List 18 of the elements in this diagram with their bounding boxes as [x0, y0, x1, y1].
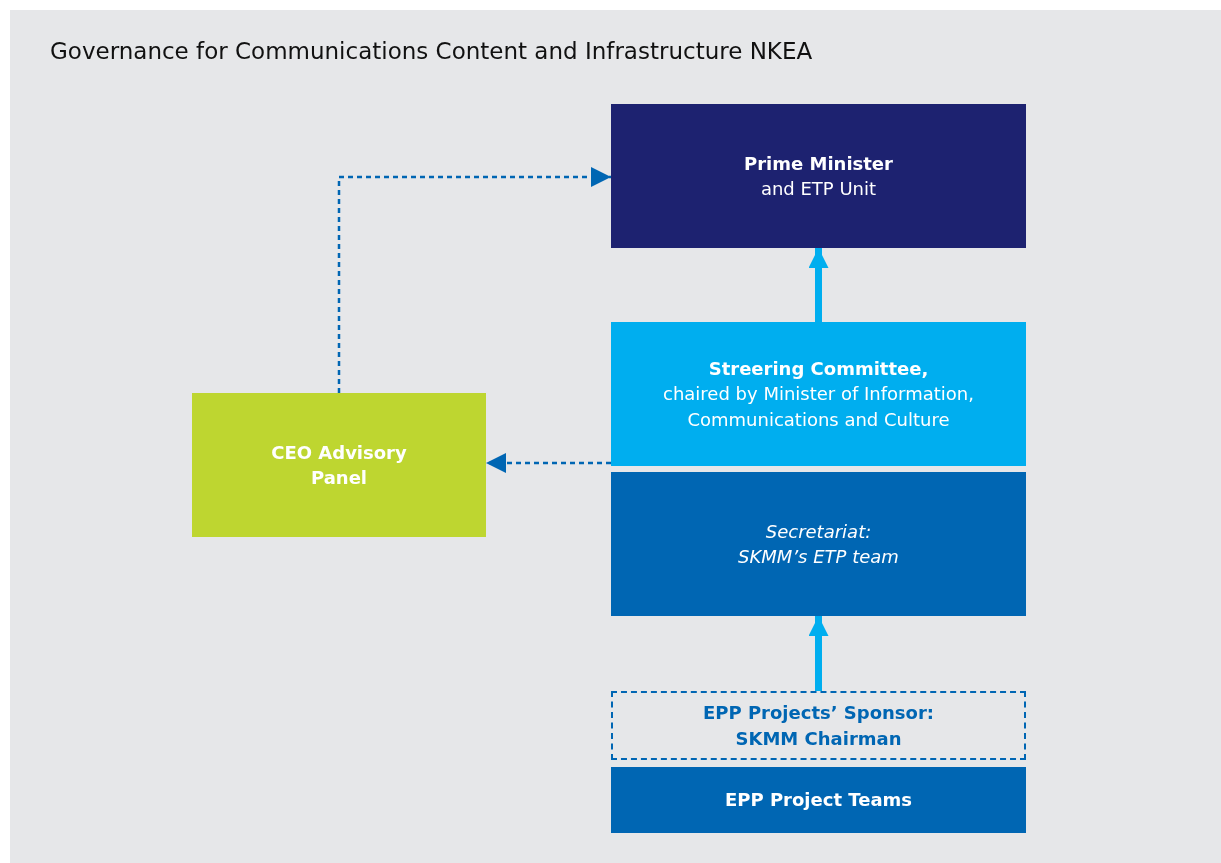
box-label: Prime Minister — [744, 151, 893, 176]
box-label: chaired by Minister of Information, Communications and Culture — [662, 382, 975, 432]
arrow — [337, 167, 611, 393]
org-box — [611, 472, 1026, 616]
org-box — [611, 322, 1026, 466]
arrow — [486, 453, 611, 473]
box-label: EPP Projects’ Sponsor: SKMM Chairman — [701, 701, 935, 751]
box-label: Secretariat: SKMM’s ETP team — [737, 519, 900, 569]
box-label: CEO Advisory Panel — [270, 440, 408, 490]
box-label: and ETP Unit — [760, 177, 877, 201]
org-box — [192, 393, 486, 537]
box-label: EPP Project Teams — [725, 788, 912, 813]
org-box — [611, 104, 1026, 248]
arrow — [808, 248, 829, 322]
dashed-box — [611, 691, 1026, 760]
box-label: Streering Committee, — [708, 357, 929, 382]
diagram-title: Governance for Communications Content and Infrastructure NKEA — [50, 38, 813, 64]
org-box — [611, 767, 1026, 833]
